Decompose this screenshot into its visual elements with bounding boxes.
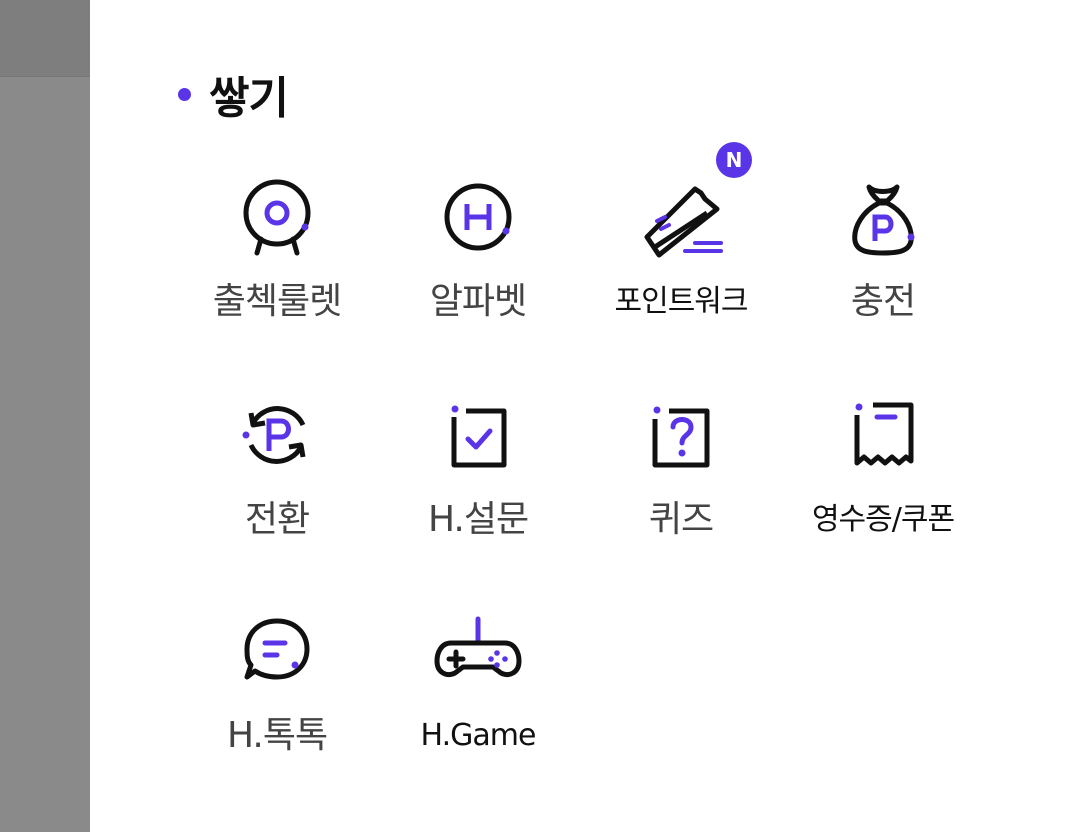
menu-item-alphabet[interactable]: 알파벳 [378, 172, 578, 362]
sneaker-icon: N [636, 142, 752, 262]
menu-item-quiz[interactable]: 퀴즈 [581, 390, 781, 580]
survey-check-icon [433, 390, 523, 480]
menu-item-label: 영수증/쿠폰 [811, 502, 955, 537]
point-convert-icon [232, 390, 322, 480]
menu-item-game[interactable]: H.Game [378, 606, 578, 796]
bullet-dot [178, 87, 191, 101]
menu-item-label: H.설문 [427, 499, 529, 540]
menu-item-talk[interactable]: H.톡톡 [177, 606, 377, 796]
menu-item-point-walk[interactable]: N 포인트워크 [581, 142, 781, 362]
new-badge: N [716, 142, 752, 178]
quiz-icon [636, 390, 726, 480]
menu-item-label: 충전 [850, 281, 916, 322]
menu-item-survey[interactable]: H.설문 [378, 390, 578, 580]
menu-item-label: 전환 [244, 499, 310, 540]
menu-item-label: 포인트워크 [614, 284, 749, 319]
point-bag-icon [838, 172, 928, 262]
menu-item-roulette[interactable]: 출첵룰렛 [177, 172, 377, 362]
section-header: 쌓기 [178, 66, 289, 124]
section-title: 쌓기 [209, 73, 289, 124]
menu-item-charge[interactable]: 충전 [783, 172, 983, 362]
menu-item-convert[interactable]: 전환 [177, 390, 377, 580]
menu-item-label: 알파벳 [429, 281, 527, 322]
menu-item-label: H.톡톡 [226, 715, 328, 756]
dimmed-overlay[interactable] [0, 0, 90, 832]
receipt-icon [838, 390, 928, 480]
overlay-header [0, 0, 90, 77]
alphabet-h-icon [433, 172, 523, 262]
menu-item-label: 퀴즈 [648, 499, 714, 540]
chat-bubble-icon [232, 606, 322, 696]
gamepad-icon [433, 606, 523, 696]
menu-item-receipt-coupon[interactable]: 영수증/쿠폰 [783, 390, 983, 580]
menu-item-label: H.Game [420, 718, 537, 753]
roulette-icon [232, 172, 322, 262]
menu-item-label: 출첵룰렛 [212, 281, 342, 322]
